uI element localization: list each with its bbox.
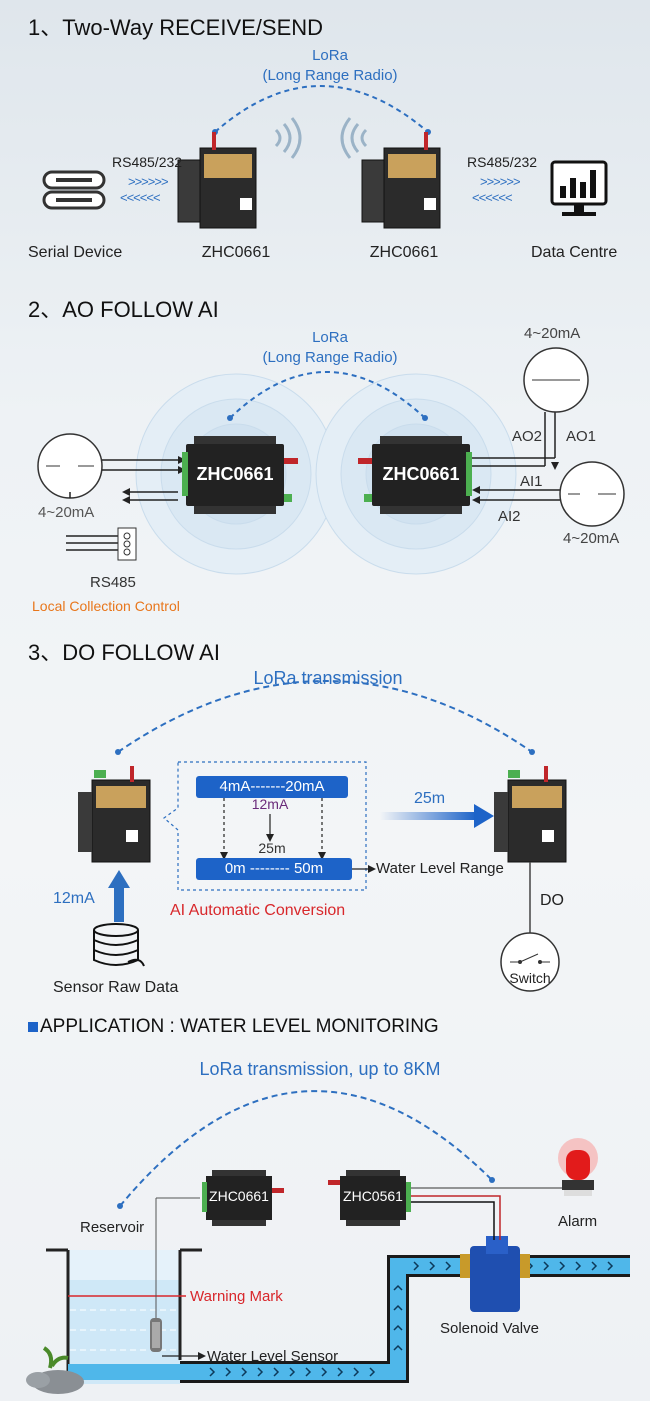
section2-zhc0661-right-device-icon — [358, 436, 472, 514]
zhc0661-left-device-icon — [177, 132, 257, 229]
section3-right-device-icon — [494, 766, 567, 863]
mid-ma-label: 12mA — [251, 796, 289, 812]
sensor-data-icon — [93, 923, 145, 967]
zhc0661-right-device-icon — [361, 132, 441, 229]
reservoir-label: Reservoir — [80, 1219, 145, 1236]
section1-device-left-label: ZHC0661 — [201, 244, 271, 261]
ai-conversion-label: AI Automatic Conversion — [170, 902, 346, 919]
serial-device-label: Serial Device — [28, 244, 123, 261]
switch-icon — [500, 932, 560, 992]
rs485-terminal-icon — [117, 527, 137, 561]
section1-device-right-label: ZHC0661 — [369, 244, 439, 261]
water-level-sensor-label: Water Level Sensor — [207, 1348, 339, 1365]
left-range-label: 4~20mA — [38, 504, 95, 521]
section2-graphics — [37, 347, 625, 575]
wifi-waves-left-icon — [274, 117, 302, 159]
section1-rs-right: RS485/232 — [467, 154, 538, 170]
section1-arrows-left-right: <<<<<< — [472, 190, 513, 205]
water-level-range-label: Water Level Range — [376, 860, 504, 877]
app-device-left-label: ZHC0661 — [209, 1188, 269, 1204]
section3-graphics — [78, 680, 567, 992]
section1-arrows-left-left: <<<<<< — [120, 190, 161, 205]
application-heading: APPLICATION : WATER LEVEL MONITORING — [40, 1016, 439, 1037]
app-device-right-label: ZHC0561 — [343, 1188, 403, 1204]
lora-arc — [214, 85, 429, 133]
section3-heading: 3、DO FOLLOW AI — [28, 640, 220, 665]
section2-zhc0661-left-device-icon — [182, 436, 298, 514]
data-centre-icon — [550, 160, 608, 216]
solenoid-valve-label: Solenoid Valve — [440, 1320, 539, 1337]
do-label: DO — [540, 892, 564, 909]
ao2-label: AO2 — [512, 428, 543, 445]
section1-lora-label: LoRa — [312, 47, 348, 64]
section1-lora-sub: (Long Range Radio) — [262, 67, 398, 84]
alarm-label: Alarm — [558, 1213, 598, 1230]
ai2-label: AI2 — [498, 508, 521, 525]
arrow-25m-label: 25m — [414, 790, 446, 807]
application-bullet — [28, 1022, 38, 1032]
local-collection-control-label: Local Collection Control — [32, 598, 180, 614]
rs485-label: RS485 — [90, 574, 136, 591]
right-bottom-meter-icon — [559, 461, 625, 527]
right-top-meter-icon — [523, 347, 589, 413]
section2-lora-label: LoRa — [312, 329, 348, 346]
range-top-pill: 4mA-------20mA — [196, 776, 348, 798]
section1-heading: 1、Two-Way RECEIVE/SEND — [28, 15, 324, 40]
rock-plant-icon — [26, 1346, 84, 1394]
app-zhc0561-device-icon — [328, 1170, 411, 1226]
section3-left-device-icon — [78, 766, 151, 863]
section2-lora-sub: (Long Range Radio) — [262, 349, 398, 366]
section1-graphics — [42, 85, 608, 229]
section1-rs-left: RS485/232 — [112, 154, 183, 170]
switch-label: Switch — [509, 970, 551, 986]
section2-device-left-label: ZHC0661 — [196, 464, 274, 484]
serial-device-icon — [42, 170, 106, 210]
ai1-label: AI1 — [520, 473, 543, 490]
section2-heading: 2、AO FOLLOW AI — [28, 297, 219, 322]
section2-device-right-label: ZHC0661 — [382, 464, 460, 484]
warning-mark-label: Warning Mark — [190, 1288, 283, 1305]
solenoid-valve-icon — [460, 1236, 530, 1312]
water-level-sensor-icon — [150, 1318, 162, 1352]
conversion-box — [163, 761, 367, 891]
range-bottom-pill: 0m -------- 50m — [196, 858, 352, 880]
alarm-light-icon — [558, 1138, 598, 1196]
section1-arrows-right-left: >>>>>> — [128, 174, 169, 189]
right-bottom-range-label: 4~20mA — [563, 530, 620, 547]
input-12ma-label: 12mA — [53, 890, 95, 907]
wifi-waves-right-icon — [340, 117, 368, 159]
ao1-label: AO1 — [566, 428, 597, 445]
section1-arrows-right-right: >>>>>> — [480, 174, 521, 189]
application-lora-tx: LoRa transmission, up to 8KM — [199, 1059, 441, 1079]
mid-m-label: 25m — [258, 840, 286, 856]
right-top-range-label: 4~20mA — [524, 325, 581, 342]
sensor-raw-data-label: Sensor Raw Data — [53, 979, 179, 996]
data-centre-label: Data Centre — [531, 244, 618, 261]
app-zhc0661-device-icon — [202, 1170, 284, 1226]
